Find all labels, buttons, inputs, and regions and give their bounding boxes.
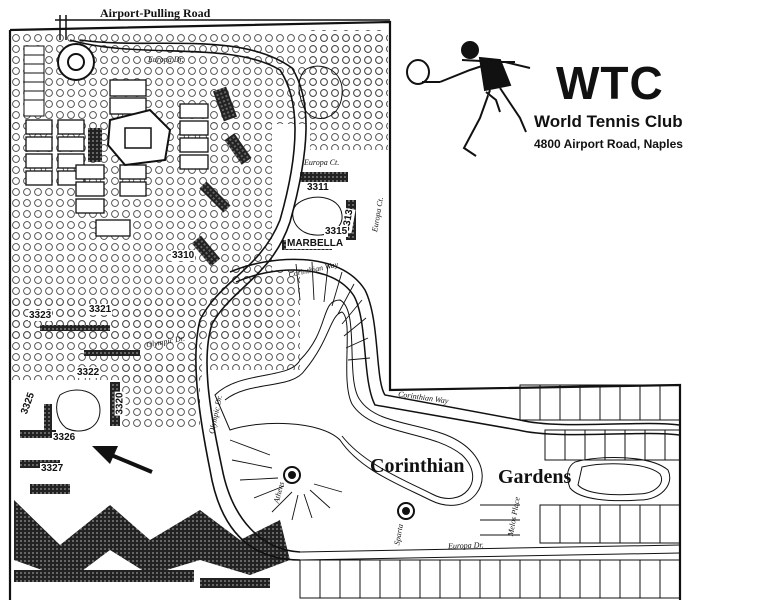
entrance-roundabout xyxy=(57,43,95,81)
building-3311: 3311 xyxy=(306,182,330,193)
gardens-label: Gardens xyxy=(498,466,572,488)
southern-housing xyxy=(14,500,290,588)
main-boulevard xyxy=(69,39,307,561)
building-3310: 3310 xyxy=(171,250,196,261)
corinthian-way-road xyxy=(229,258,680,436)
brand-subtitle: World Tennis Club xyxy=(534,112,683,131)
brand-title: WTC xyxy=(556,57,664,109)
building-3315: 3315 xyxy=(324,226,349,237)
building-3320: 3320 xyxy=(114,391,126,416)
building-3323: 3323 xyxy=(28,310,53,321)
street-europa-dr-top: Europa Dr. xyxy=(148,55,184,64)
tennis-courts xyxy=(25,79,209,237)
location-arrow xyxy=(92,446,153,474)
building-3327: 3327 xyxy=(40,463,65,474)
parking-strip xyxy=(23,45,45,117)
tennis-player-icon xyxy=(406,41,531,157)
club-address: 4800 Airport Road, Naples xyxy=(534,137,683,151)
airport-pulling-road-label: Airport-Pulling Road xyxy=(100,6,211,20)
street-europa-dr-bottom: Europa Dr. xyxy=(447,540,484,551)
corinthian-label: Corinthian xyxy=(370,455,465,477)
right-lot-grid xyxy=(299,384,681,599)
lakes xyxy=(56,65,671,506)
building-marbella: MARBELLA xyxy=(286,238,345,249)
clubhouse xyxy=(88,108,172,167)
cul-de-sacs xyxy=(283,466,415,520)
street-europa-ct: Europa Ct. xyxy=(304,158,340,167)
building-3322: 3322 xyxy=(76,367,101,378)
building-3321: 3321 xyxy=(88,304,113,315)
building-3326: 3326 xyxy=(52,432,77,443)
